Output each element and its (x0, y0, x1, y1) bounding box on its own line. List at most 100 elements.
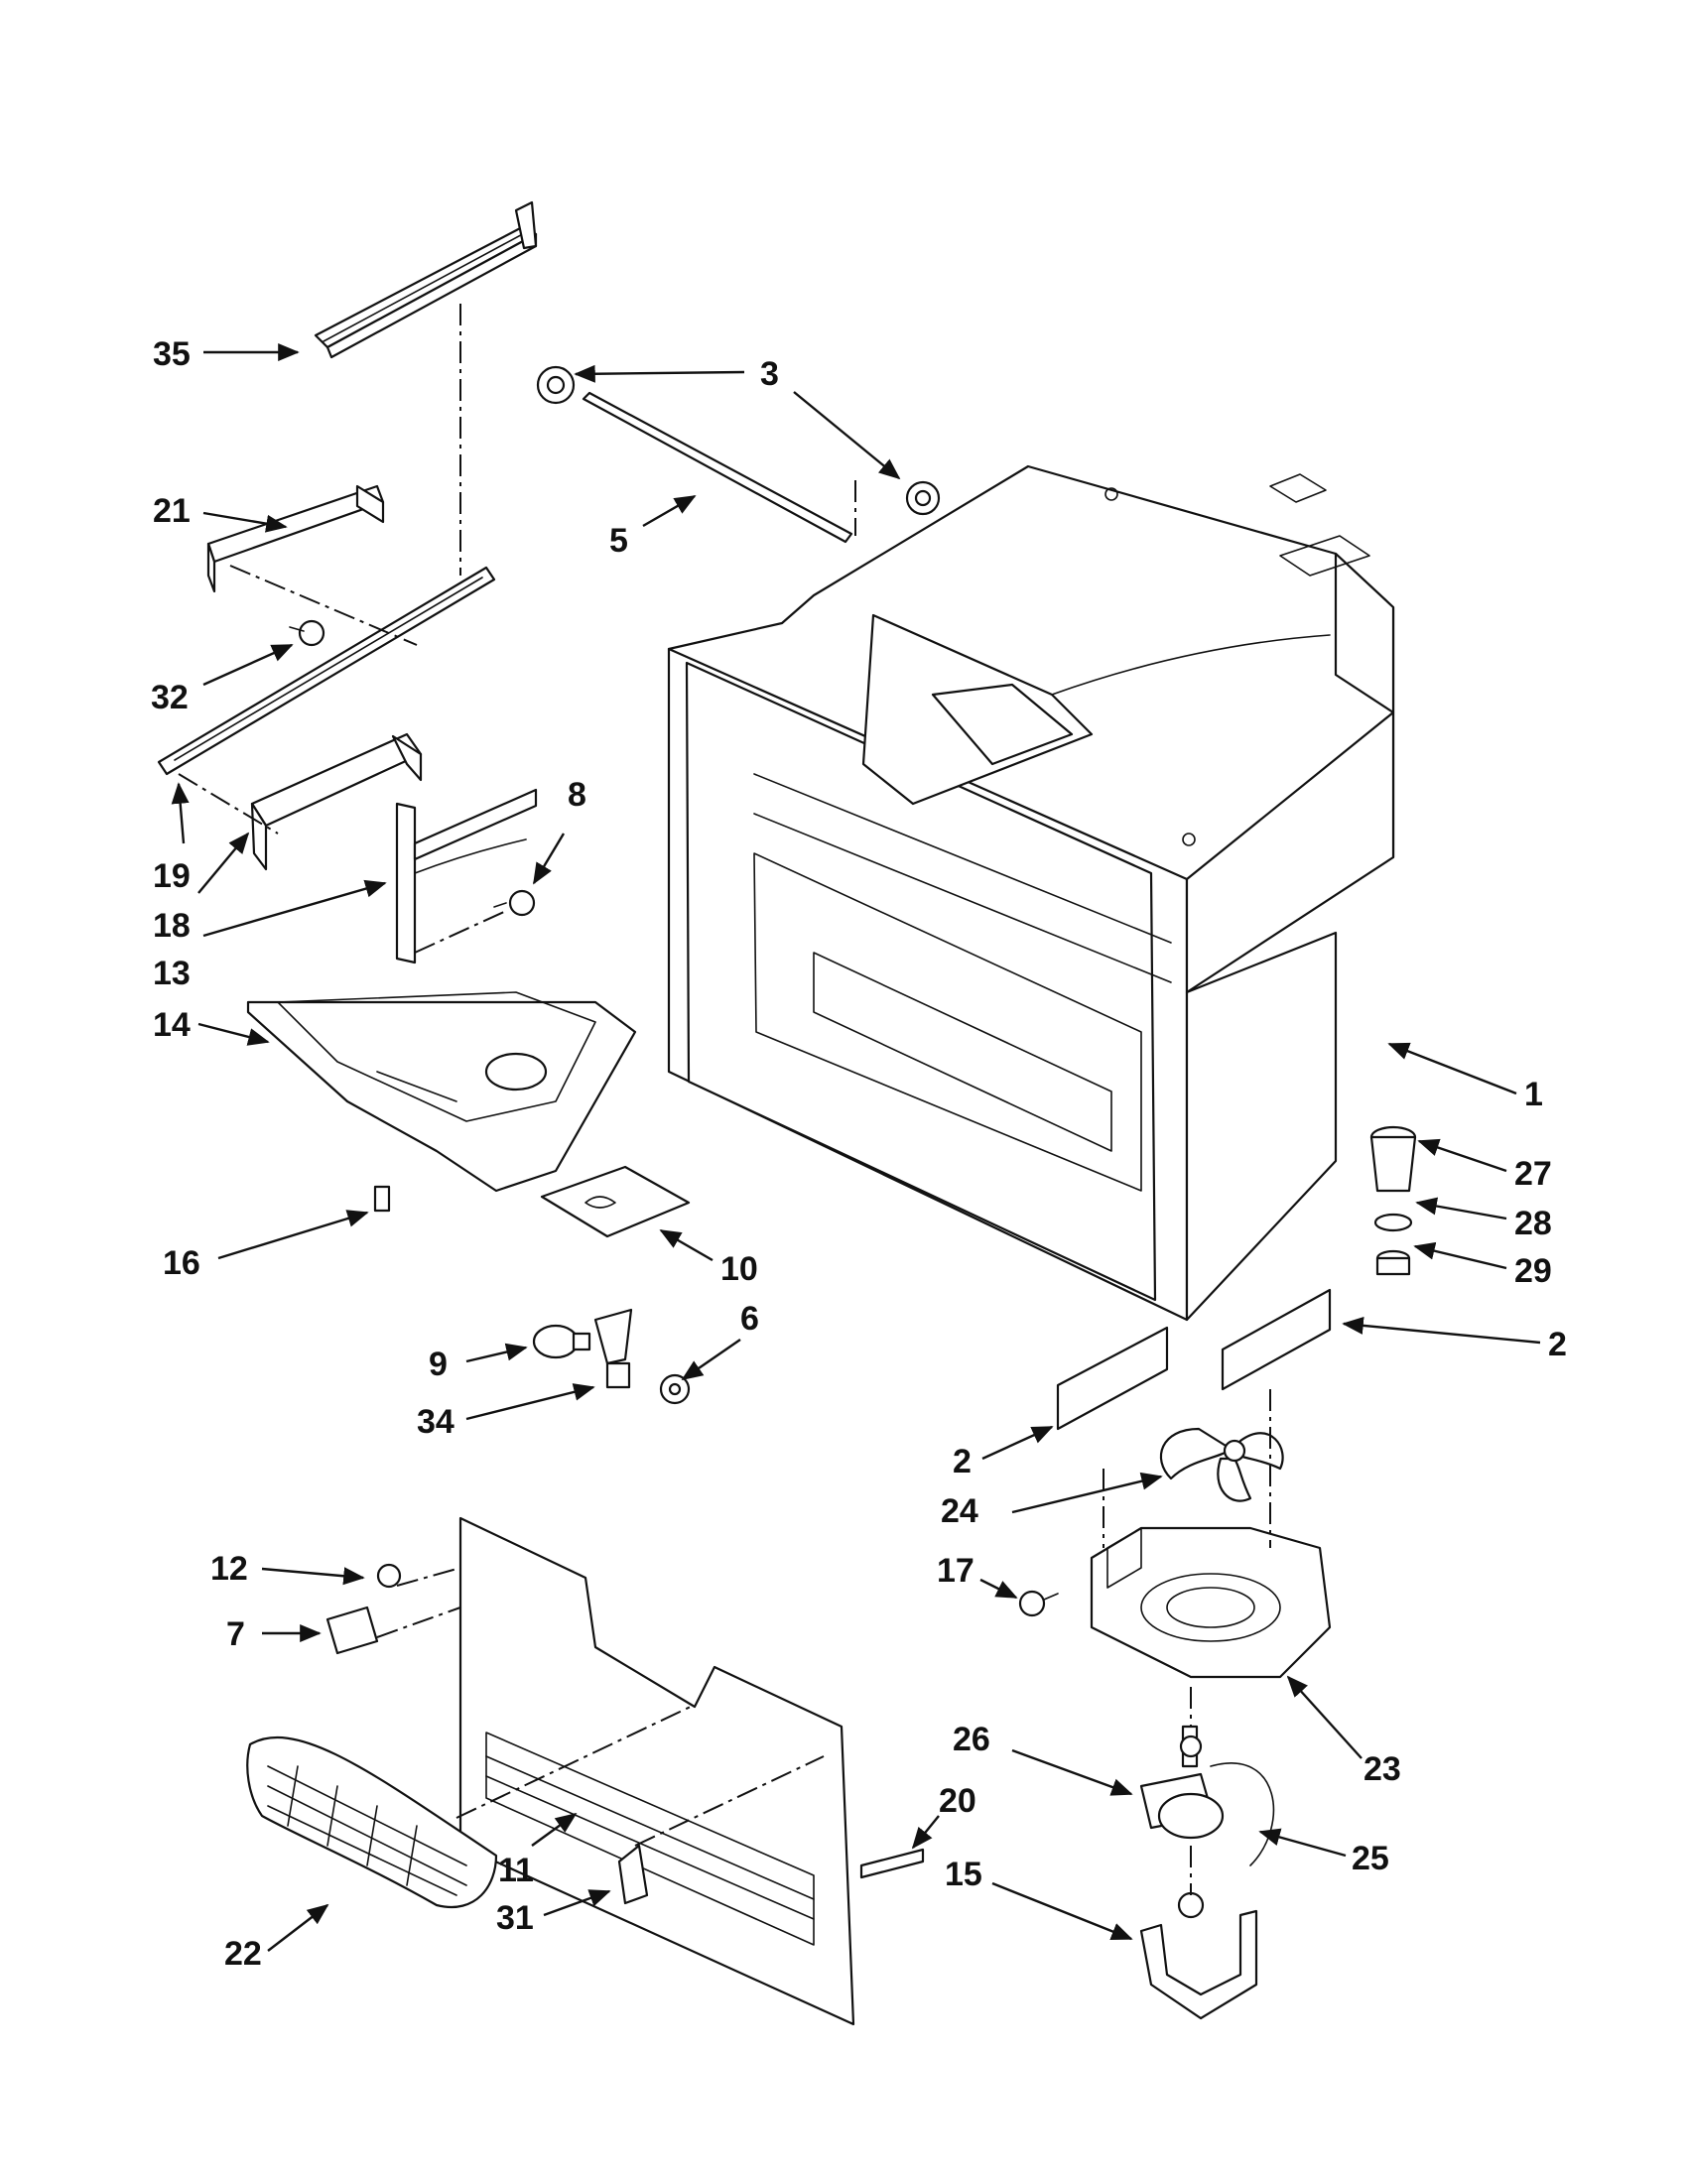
part-7-connector (325, 1606, 379, 1655)
leader-14 (197, 1022, 270, 1046)
callout-34: 34 (417, 1403, 454, 1441)
part-17-screw (1018, 1590, 1059, 1617)
leader-17 (979, 1578, 1018, 1600)
part-26-motor (1139, 1725, 1225, 1840)
callout-13: 13 (153, 955, 191, 992)
part-29-seal (1375, 1249, 1411, 1276)
part-27-drain (1369, 1125, 1417, 1193)
callout-25: 25 (1352, 1840, 1389, 1877)
callout-11: 11 (498, 1852, 534, 1889)
callout-14: 14 (153, 1006, 191, 1044)
callout-19: 19 (153, 857, 191, 895)
part-31-clip (617, 1844, 649, 1905)
leader-5 (642, 494, 697, 528)
callout-labels: 35 3 21 5 32 8 19 18 13 14 1 27 28 29 16… (151, 335, 1567, 1973)
leader-28 (1415, 1197, 1507, 1220)
leader-19 (171, 782, 190, 844)
callout-27: 27 (1514, 1155, 1552, 1193)
part-34-socket (593, 1308, 633, 1389)
leader-27 (1417, 1138, 1507, 1173)
part-6-cap (659, 1373, 691, 1405)
part-23-shroud (1090, 1526, 1332, 1679)
leader-23 (1286, 1675, 1363, 1759)
callout-6: 6 (740, 1300, 759, 1338)
part-35-rail (314, 200, 538, 359)
part-11-panel (458, 1516, 855, 2026)
callout-2a: 2 (1548, 1326, 1567, 1363)
leader-8 (532, 833, 566, 885)
part-24-fan-blade (1159, 1427, 1284, 1502)
leader-15 (991, 1881, 1133, 1941)
callout-15: 15 (945, 1856, 982, 1893)
part-20-strip (859, 1848, 925, 1879)
leader-9 (465, 1343, 528, 1363)
part-2-pad-b (1221, 1288, 1332, 1391)
part-3-gear (536, 365, 941, 516)
leader-20 (911, 1815, 940, 1850)
callout-22: 22 (224, 1935, 262, 1973)
callout-leaders (171, 343, 1541, 1952)
leader-24 (1011, 1472, 1163, 1514)
callout-21: 21 (153, 492, 191, 530)
leader-13 (202, 879, 387, 938)
callout-35: 35 (153, 335, 191, 373)
leader-26 (1011, 1748, 1133, 1796)
leader-11 (531, 1812, 578, 1847)
part-8-screw (493, 889, 536, 917)
part-28-ring (1373, 1213, 1413, 1232)
part-15-bracket (1139, 1891, 1258, 2020)
callout-8: 8 (568, 776, 586, 814)
callout-18: 18 (153, 907, 191, 945)
callout-32: 32 (151, 679, 189, 716)
leader-6 (681, 1339, 741, 1381)
part-18-bracket (250, 732, 423, 871)
part-14-duct (246, 991, 637, 1193)
assembly-guides (178, 304, 1271, 1895)
part-5-shaft (582, 391, 853, 544)
leader-10 (659, 1228, 714, 1262)
leader-12 (261, 1567, 365, 1586)
leader-32 (202, 643, 294, 687)
part-21-bracket (206, 484, 385, 593)
callout-3: 3 (760, 355, 779, 393)
leader-18 (197, 832, 250, 894)
leader-2a (1342, 1316, 1541, 1345)
callout-2b: 2 (953, 1443, 972, 1480)
leader-21 (202, 511, 288, 533)
part-9-bulb (532, 1324, 591, 1359)
callout-10: 10 (720, 1250, 758, 1288)
callout-1: 1 (1524, 1076, 1543, 1113)
callout-17: 17 (937, 1552, 974, 1590)
part-19-rail (157, 566, 496, 776)
leader-22 (267, 1903, 329, 1952)
callout-7: 7 (226, 1615, 245, 1653)
part-1-liner (667, 464, 1395, 1322)
leader-2b (981, 1425, 1054, 1461)
callout-24: 24 (941, 1492, 978, 1530)
callout-29: 29 (1514, 1252, 1552, 1290)
leader-25 (1258, 1828, 1347, 1858)
leader-16 (217, 1210, 369, 1260)
part-16-clip (373, 1185, 391, 1213)
part-2-pad-a (1056, 1326, 1169, 1431)
leader-34 (465, 1383, 595, 1421)
part-12-screw (376, 1563, 402, 1589)
leader-1 (1387, 1042, 1517, 1095)
callout-23: 23 (1363, 1750, 1401, 1788)
leader-3a (574, 364, 745, 383)
callout-31: 31 (496, 1899, 534, 1937)
callout-9: 9 (429, 1346, 448, 1383)
callout-20: 20 (939, 1782, 976, 1820)
leader-3b (793, 391, 901, 480)
part-25-wiring (1210, 1762, 1275, 1866)
callout-28: 28 (1514, 1205, 1552, 1242)
leader-31 (543, 1889, 611, 1917)
part-32-screw (289, 619, 325, 647)
callout-16: 16 (163, 1244, 200, 1282)
callout-26: 26 (953, 1721, 990, 1758)
part-22-grille (246, 1735, 498, 1908)
leader-29 (1413, 1241, 1507, 1270)
callout-5: 5 (609, 522, 628, 560)
part-10-plate (540, 1165, 691, 1238)
